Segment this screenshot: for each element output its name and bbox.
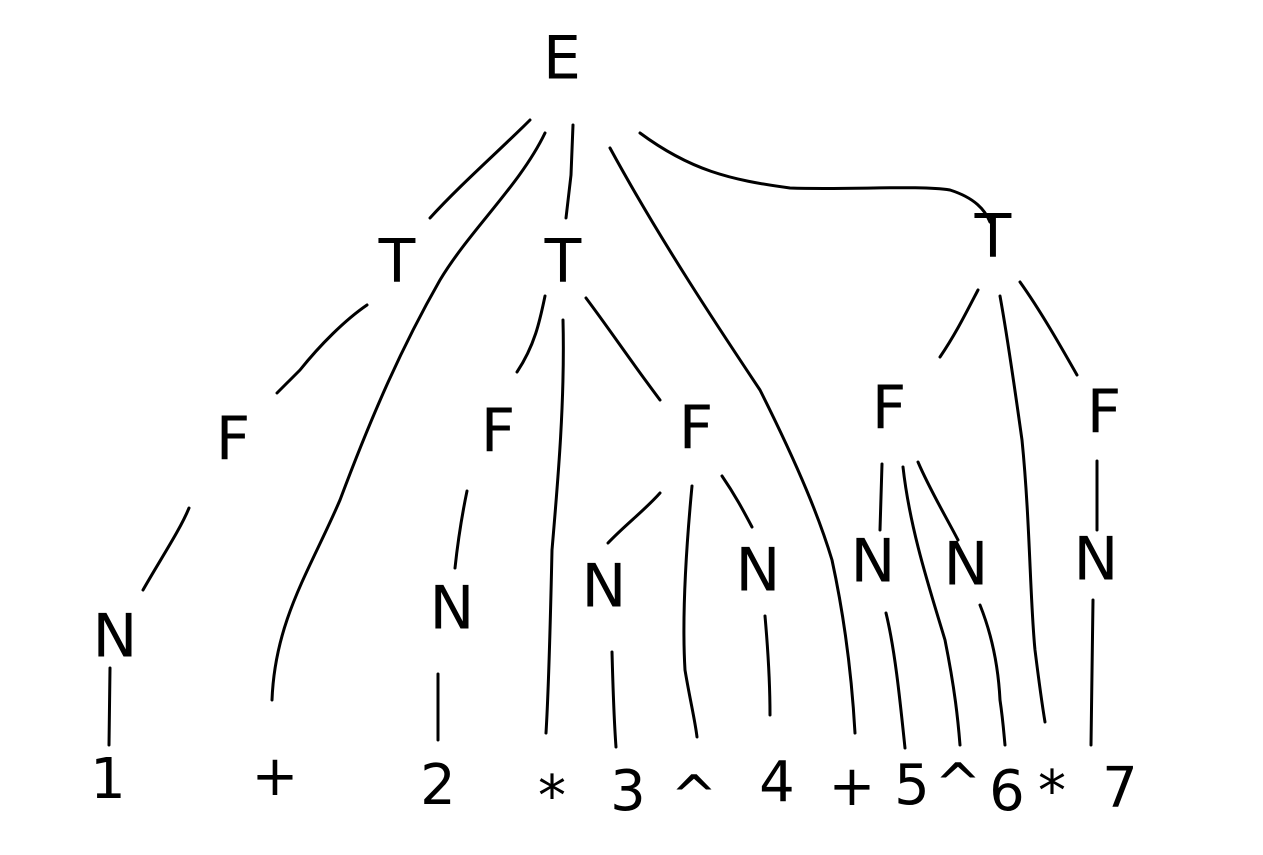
node-n-5: N — [851, 527, 896, 597]
edge-n5-5 — [884, 611, 907, 750]
edge-f4-n6 — [916, 460, 960, 542]
leaf-token-plus-2: + — [829, 754, 876, 819]
edge-t3-f5 — [1018, 280, 1079, 377]
edge-t1-f1 — [275, 303, 369, 395]
node-t-2: T — [544, 227, 582, 297]
edge-e-t1 — [428, 118, 532, 220]
node-n-3: N — [582, 552, 627, 622]
edge-n1-1 — [107, 666, 112, 747]
edge-n3-3 — [610, 650, 618, 749]
leaf-token-7: 7 — [1102, 756, 1138, 821]
node-f-2: F — [481, 397, 516, 467]
edge-t2-star — [544, 318, 565, 735]
edge-f3-n4 — [720, 474, 754, 529]
edge-f2-n2 — [453, 489, 469, 570]
node-f-4: F — [872, 374, 907, 444]
leaf-token-6: 6 — [989, 759, 1025, 824]
edge-f1-n1 — [141, 506, 191, 592]
tree-edges — [107, 118, 1099, 750]
node-n-7: N — [1074, 525, 1119, 595]
edge-e-t2 — [564, 123, 575, 220]
edge-t2-f3 — [584, 296, 662, 402]
edge-t2-f2 — [515, 294, 547, 374]
leaf-token-caret-1: ^ — [671, 764, 718, 829]
leaf-token-4: 4 — [759, 750, 795, 815]
node-f-3: F — [679, 394, 714, 464]
edge-f3-n3 — [606, 491, 662, 545]
edge-e-t3 — [638, 131, 992, 224]
tree-nodes: E T T T F F F F F N N N N N N N — [93, 24, 1122, 672]
node-n-6: N — [944, 530, 989, 600]
leaf-token-3: 3 — [610, 759, 646, 824]
leaf-token-2: 2 — [420, 753, 456, 818]
leaf-token-star-1: * — [538, 764, 566, 829]
leaf-token-star-2: * — [1038, 759, 1066, 824]
node-t-3: T — [974, 202, 1012, 272]
edge-n6-6 — [978, 603, 1007, 747]
edge-n4-4 — [763, 614, 772, 717]
node-n-4: N — [736, 536, 781, 606]
tree-leaves: 1 + 2 * 3 ^ 4 + 5 ^ 6 * 7 — [90, 744, 1138, 829]
node-f-1: F — [216, 405, 251, 475]
leaf-token-1: 1 — [90, 747, 126, 812]
edge-t3-f4 — [938, 288, 980, 359]
edge-n7-7 — [1089, 598, 1095, 747]
edge-f4-n5 — [878, 462, 884, 532]
leaf-token-plus-1: + — [252, 744, 299, 809]
leaf-token-5: 5 — [894, 753, 930, 818]
edge-e-plus1 — [270, 131, 547, 702]
edge-t3-star2 — [998, 294, 1047, 724]
node-t-1: T — [378, 227, 416, 297]
edge-f4-caret2 — [901, 465, 962, 747]
node-e-root: E — [543, 24, 581, 94]
node-n-1: N — [93, 602, 138, 672]
edge-e-plus2 — [608, 146, 857, 735]
node-f-5: F — [1087, 378, 1122, 448]
node-n-2: N — [430, 574, 475, 644]
leaf-token-caret-2: ^ — [935, 752, 982, 817]
edge-f3-caret — [682, 484, 699, 739]
